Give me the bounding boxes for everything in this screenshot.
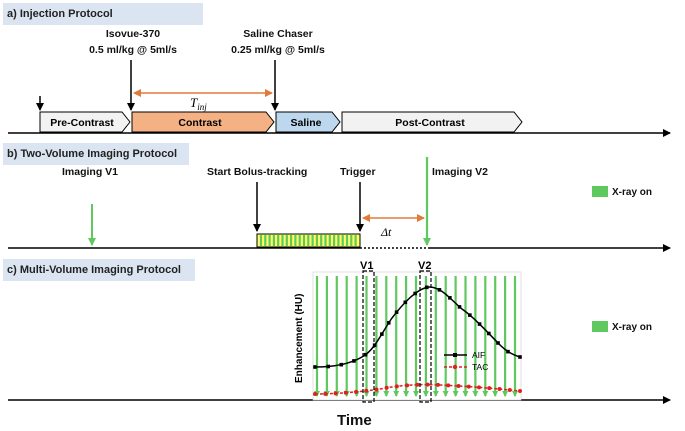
aif-marker	[413, 291, 417, 296]
aif-markers	[313, 285, 522, 369]
imaging-v2-label: Imaging V2	[432, 166, 489, 178]
tac-marker	[374, 387, 379, 392]
aif-marker	[506, 349, 510, 354]
tac-marker	[405, 383, 410, 388]
v2-label: V2	[418, 260, 431, 272]
v1-highlight-box	[362, 270, 375, 403]
tac-legend-label: TAC	[472, 362, 488, 372]
imaging-v1-label: Imaging V1	[62, 166, 119, 178]
tac-marker	[466, 384, 471, 389]
aif-marker	[363, 352, 368, 357]
aif-marker	[394, 310, 399, 314]
section-c-title: c) Multi-Volume Imaging Protocol	[7, 264, 181, 276]
aif-marker	[380, 332, 384, 336]
enhancement-ylabel: Enhancement (HU)	[294, 294, 305, 383]
tac-marker	[313, 392, 317, 396]
aif-marker	[403, 300, 408, 305]
tac-marker	[394, 384, 399, 389]
aif-legend-marker	[453, 353, 457, 357]
isovue-dose: 0.5 ml/kg @ 5ml/s	[89, 44, 177, 56]
tac-marker	[435, 382, 440, 387]
aif-marker	[477, 322, 482, 326]
trigger-label: Trigger	[340, 166, 376, 178]
bolus-tracking-pulses	[259, 235, 357, 246]
phase-saline-label: Saline	[291, 117, 322, 129]
multi-volume-xray-pulses	[314, 276, 518, 397]
aif-legend-label: AIF	[472, 350, 485, 360]
aif-marker	[457, 305, 462, 309]
tac-marker	[507, 387, 512, 392]
phase-pre-contrast-box	[39, 111, 131, 133]
section-b-header: b) Two-Volume Imaging Protocol	[3, 143, 189, 165]
v2-highlight-box	[419, 270, 432, 403]
tac-marker	[518, 389, 522, 393]
tac-marker	[456, 383, 461, 388]
aif-marker	[448, 296, 452, 300]
saline-chaser-dose: 0.25 ml/kg @ 5ml/s	[231, 44, 325, 56]
tac-marker	[487, 386, 492, 391]
v1-label: V1	[360, 260, 373, 272]
aif-marker	[437, 288, 442, 292]
tac-legend-marker	[452, 364, 458, 370]
xray-legend-b-label: X-ray on	[612, 187, 653, 198]
tac-marker	[333, 391, 338, 396]
phase-pre-contrast-label: Pre-Contrast	[50, 117, 114, 129]
isovue-name: Isovue-370	[105, 28, 161, 40]
aif-marker	[352, 359, 356, 363]
phase-contrast-box	[131, 111, 275, 133]
tac-marker	[384, 385, 389, 390]
phase-saline-box	[275, 111, 341, 133]
tac-marker	[415, 382, 420, 387]
section-a-header: a) Injection Protocol	[3, 3, 203, 25]
tac-marker	[497, 387, 502, 392]
phase-post-contrast-box	[341, 111, 523, 133]
t-inj-subscript: inj	[197, 102, 207, 112]
aif-marker	[496, 341, 500, 345]
isovue-label: Isovue-370 0.5 ml/kg @ 5ml/s	[78, 28, 188, 57]
tac-marker	[425, 382, 430, 387]
section-a-title: a) Injection Protocol	[7, 8, 113, 20]
aif-marker	[468, 313, 472, 317]
start-bolus-label: Start Bolus-tracking	[207, 166, 308, 178]
saline-chaser-name: Saline Chaser	[243, 28, 313, 40]
tac-marker	[477, 385, 482, 390]
aif-marker	[372, 343, 377, 347]
xray-legend-c-swatch	[592, 321, 608, 332]
tac-marker	[354, 389, 359, 394]
aif-marker	[518, 355, 522, 359]
tac-marker	[446, 383, 451, 388]
tac-marker	[343, 390, 348, 395]
xray-legend-c-label: X-ray on	[612, 322, 653, 333]
aif-marker	[313, 365, 317, 369]
aif-marker	[424, 285, 429, 290]
aif-marker	[339, 362, 344, 367]
xray-legend-b-swatch	[592, 186, 608, 197]
t-inj-label: Tinj	[190, 95, 207, 112]
time-axis-label: Time	[337, 412, 372, 429]
tac-markers	[313, 382, 522, 396]
section-b-title: b) Two-Volume Imaging Protocol	[7, 148, 178, 160]
phase-post-contrast-label: Post-Contrast	[395, 117, 465, 129]
tac-marker	[364, 388, 369, 393]
section-c-header: c) Multi-Volume Imaging Protocol	[3, 259, 195, 281]
tac-marker	[323, 391, 328, 396]
aif-marker	[326, 364, 331, 369]
aif-marker	[487, 331, 491, 336]
t-inj-symbol: T	[190, 95, 198, 110]
delta-t-label: Δt	[380, 225, 392, 239]
saline-chaser-label: Saline Chaser 0.25 ml/kg @ 5ml/s	[218, 28, 338, 57]
phase-contrast-label: Contrast	[178, 117, 222, 129]
aif-marker	[386, 321, 391, 325]
aif-legend: AIF TAC	[444, 350, 488, 372]
